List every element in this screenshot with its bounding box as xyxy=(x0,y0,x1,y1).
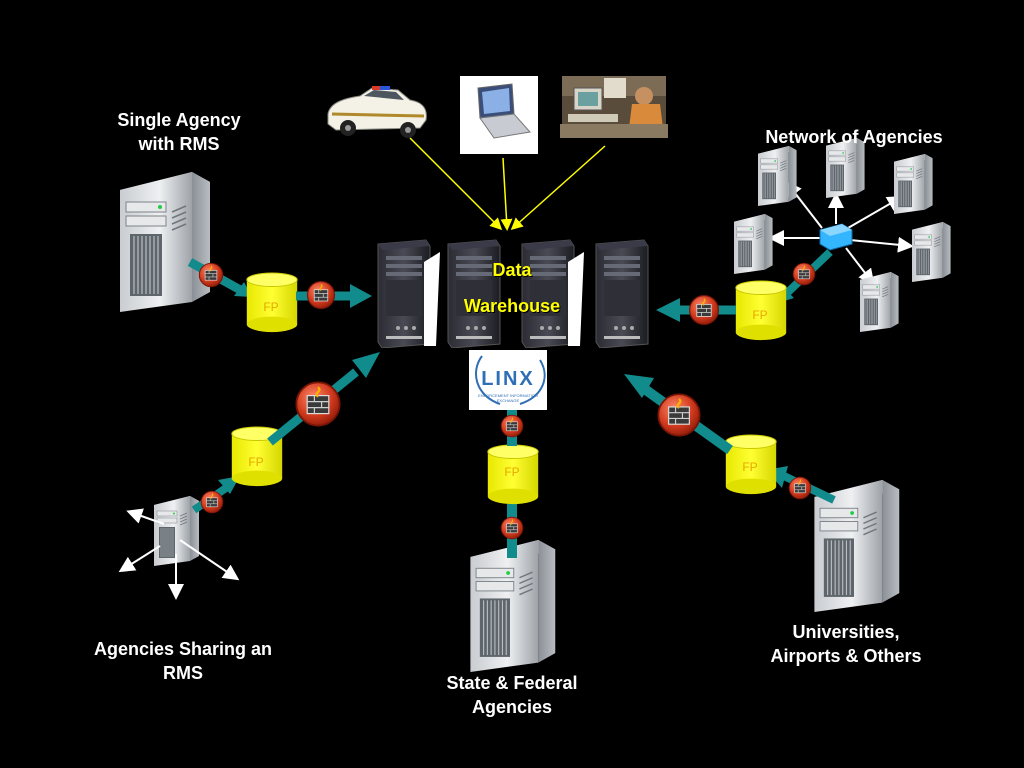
label-state-federal: State & Federal Agencies xyxy=(424,671,600,719)
workstation-user-icon xyxy=(560,76,668,138)
label-data: Data xyxy=(492,260,532,280)
firewall-icon xyxy=(500,414,524,438)
label-sharing-line1: Agencies Sharing an xyxy=(93,639,273,659)
label-state-federal-line2: Agencies xyxy=(471,697,553,717)
server-icon xyxy=(859,272,899,332)
firewall-icon xyxy=(200,490,224,514)
firewall-icon xyxy=(788,476,812,500)
fp-label-network: FP xyxy=(752,308,768,322)
linx-logo-subtext: ENFORCEMENT INFORMATION EXCHANGE xyxy=(478,393,538,403)
fp-label-universities: FP xyxy=(742,460,758,474)
label-network-of-agencies: Network of Agencies xyxy=(765,127,943,147)
label-single-agency: Single Agency with RMS xyxy=(98,108,260,156)
server-icon xyxy=(733,214,773,274)
label-warehouse: Warehouse xyxy=(463,296,561,316)
fp-label-state: FP xyxy=(504,465,520,479)
source-lines xyxy=(409,137,606,231)
fp-label-single: FP xyxy=(263,300,279,314)
firewall-icon xyxy=(500,516,524,540)
label-universities-line1: Universities, xyxy=(792,622,900,642)
laptop-icon xyxy=(460,76,538,154)
label-single-agency-line1: Single Agency xyxy=(117,110,241,130)
firewall-icon xyxy=(198,262,224,288)
network-hub-icon xyxy=(819,223,853,251)
linx-logo-text: LINX xyxy=(481,368,535,390)
fp-label-sharing: FP xyxy=(248,455,264,469)
data-warehouse-cluster xyxy=(377,239,649,348)
server-icon xyxy=(119,172,211,312)
label-agencies-sharing-rms: Agencies Sharing an RMS xyxy=(70,637,296,685)
firewall-icon xyxy=(792,262,816,286)
server-icon xyxy=(757,146,797,206)
server-icon xyxy=(469,540,556,672)
firewall-icon xyxy=(295,381,341,427)
server-icon xyxy=(893,154,933,214)
label-universities: Universities, Airports & Others xyxy=(748,620,944,668)
label-state-federal-line1: State & Federal xyxy=(446,673,578,693)
server-icon xyxy=(911,222,951,282)
firewall-icon xyxy=(688,294,720,326)
firewall-icon xyxy=(306,280,336,310)
firewall-icon xyxy=(657,393,701,437)
label-single-agency-line2: with RMS xyxy=(138,134,220,154)
label-universities-line2: Airports & Others xyxy=(770,646,922,666)
linx-logo xyxy=(469,350,547,410)
label-sharing-line2: RMS xyxy=(163,663,203,683)
police-car-icon xyxy=(327,86,427,138)
